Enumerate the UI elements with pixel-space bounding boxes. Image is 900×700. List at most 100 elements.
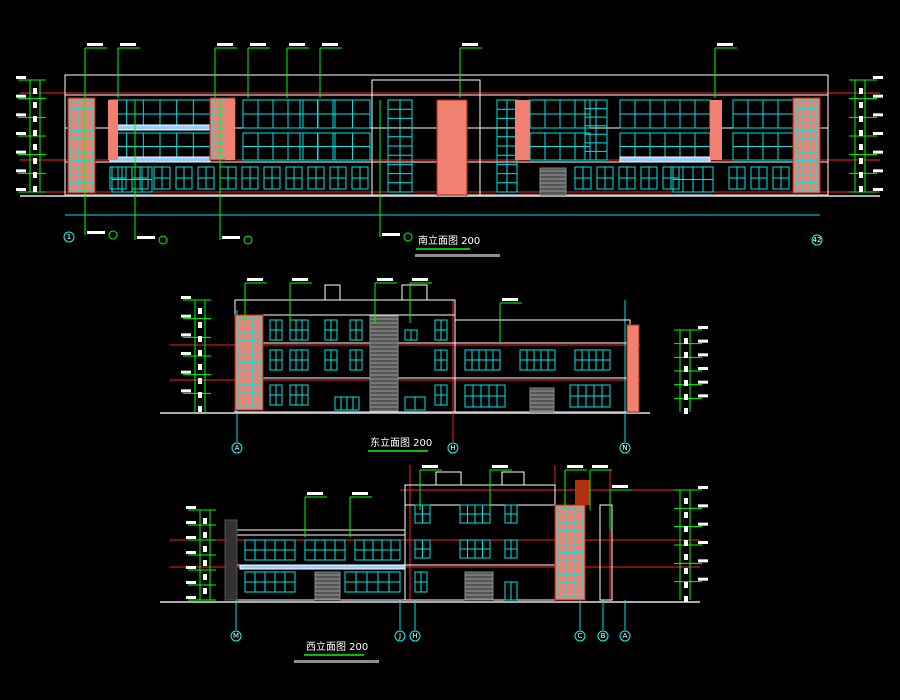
dimension-text [684, 526, 688, 532]
annotation-text [87, 43, 103, 46]
stair-window [464, 571, 494, 601]
dimension-text [33, 116, 37, 122]
elevation-label [873, 150, 883, 154]
grid-bubble-42: 42 [811, 234, 823, 246]
annotation-text [137, 236, 155, 239]
dimension-text [198, 308, 202, 314]
annotation-text [289, 43, 305, 46]
elevation-label [16, 76, 26, 79]
note-text-line [415, 254, 500, 257]
dimension-text [33, 172, 37, 178]
grid-bubble-B: B [597, 630, 609, 642]
annotation-text [422, 465, 438, 468]
detail-callout [243, 235, 253, 245]
svg-text:J: J [398, 632, 401, 640]
annotation-text [247, 278, 263, 281]
detail-callout [403, 232, 413, 242]
svg-text:A: A [235, 444, 240, 452]
canopy [109, 124, 211, 131]
brick-parapet [575, 480, 590, 505]
annotation-text [567, 465, 583, 468]
dimension-text [198, 392, 202, 398]
elevation-label [181, 296, 191, 299]
dimension-text [198, 322, 202, 328]
elevation-label [698, 367, 708, 370]
dimension-text [33, 130, 37, 136]
dimension-text [684, 380, 688, 386]
elevation-label [16, 113, 26, 117]
annotation-text [120, 43, 136, 46]
drawing-layer [16, 43, 883, 630]
annotation-text [222, 236, 240, 239]
dimension-text [859, 144, 863, 150]
grid-bubble-A: A [231, 442, 243, 454]
grid-bubble-A2: A [619, 630, 631, 642]
elevation-label [873, 113, 883, 117]
annotation-text [717, 43, 733, 46]
svg-text:M: M [233, 632, 239, 640]
annotation-text [352, 492, 368, 495]
svg-text:B: B [601, 632, 606, 640]
annotation-text [250, 43, 266, 46]
elevation-label [873, 132, 883, 135]
grid-bubble-1: 1 [63, 231, 75, 243]
annotation-text [492, 465, 508, 468]
dimension-text [859, 172, 863, 178]
dimension-text [859, 102, 863, 108]
dimension-text [684, 540, 688, 546]
annotation-text [217, 43, 233, 46]
elevation-label [16, 150, 26, 154]
elevation-label [873, 169, 883, 173]
dimension-text [684, 582, 688, 588]
dimension-text [33, 158, 37, 164]
svg-text:42: 42 [813, 236, 822, 244]
annotation-text [87, 231, 105, 234]
east-elevation-title: 东立面图 200 [370, 436, 432, 449]
west-elevation-title: 西立面图 200 [306, 640, 368, 653]
stair-window [529, 387, 555, 413]
hatch-wall [224, 519, 238, 601]
elevation-label [16, 188, 26, 191]
grid-bubble-H2: H [409, 630, 421, 642]
dimension-text [203, 588, 207, 594]
dimension-text [859, 130, 863, 136]
elevation-label [698, 559, 708, 563]
elevation-label [186, 596, 196, 599]
elevation-label [181, 352, 191, 355]
dimension-text [859, 186, 863, 192]
elevation-label [698, 486, 708, 489]
svg-text:N: N [622, 444, 627, 452]
annotation-text [502, 298, 518, 301]
dimension-text [198, 350, 202, 356]
dimension-text [684, 498, 688, 504]
central-block [371, 79, 481, 196]
facade-column [436, 99, 468, 196]
canopy [619, 156, 711, 163]
grid-bubble-M: M [230, 630, 242, 642]
annotation-text [612, 485, 628, 488]
annotation-text [322, 43, 338, 46]
elevation-label [698, 353, 708, 357]
dimension-text [33, 144, 37, 150]
annotation-text [462, 43, 478, 46]
dimension-text [198, 406, 202, 412]
dimension-text [203, 560, 207, 566]
brick-pier [710, 100, 722, 160]
dimension-text [198, 336, 202, 342]
roof-stair-top [324, 284, 341, 301]
south-elevation-title: 南立面图 200 [418, 234, 480, 247]
annotation-text [382, 233, 400, 236]
roof-stair-top [401, 284, 428, 301]
dimension-text [684, 338, 688, 344]
grid-bubble-H: H [447, 442, 459, 454]
elevation-label [186, 521, 196, 524]
elevation-label [181, 389, 191, 393]
dimension-text [198, 378, 202, 384]
elevation-label [186, 506, 196, 509]
elevation-label [186, 551, 196, 554]
detail-callout [108, 230, 118, 240]
svg-text:H: H [450, 444, 455, 452]
annotation-text [412, 278, 428, 281]
svg-text:1: 1 [67, 233, 71, 241]
